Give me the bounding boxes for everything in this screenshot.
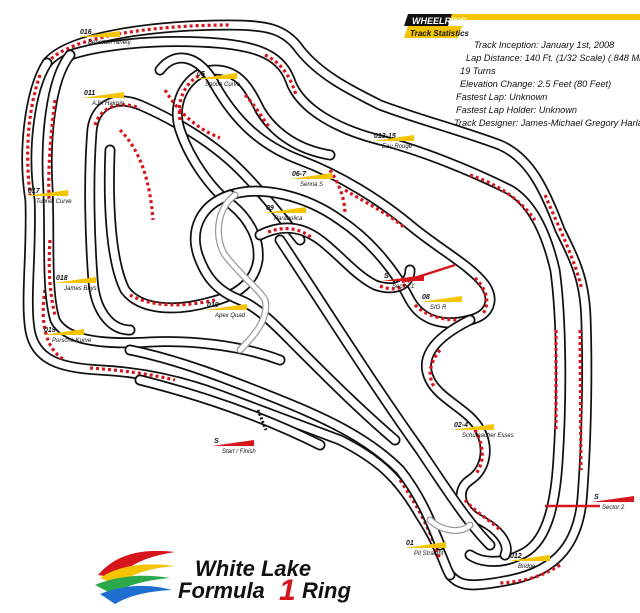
pit-lane	[214, 191, 474, 534]
logo-line-2c: Ring	[302, 578, 351, 603]
outer-circuit	[41, 19, 593, 591]
turn-badge-icon	[592, 496, 634, 502]
stat-lap-distance: Lap Distance: 140 Ft. (1/32 Scale) (.848…	[466, 53, 640, 63]
turn-badge-icon	[508, 555, 550, 561]
turn-badge-icon	[42, 329, 84, 335]
middle-section	[154, 52, 496, 329]
schumacher-esses	[420, 314, 512, 561]
turn-number: 06-7	[292, 171, 307, 178]
turn-name: Schumacher Esses	[462, 433, 514, 439]
turn-number: 013-15	[374, 133, 396, 140]
turn-name: Sector 2	[602, 505, 625, 511]
turn-badge-icon	[205, 304, 247, 310]
turn-name: Porsche Kurve	[52, 338, 92, 344]
logo: White Lake Formula 1 Ring	[95, 550, 351, 607]
turn-number: 010	[207, 302, 219, 309]
turn-name: Spoon Curve	[205, 82, 241, 88]
hairpin-loop	[84, 95, 306, 336]
stat-turns: 19 Turns	[460, 66, 496, 76]
turn-name: Apex Quad	[214, 313, 246, 319]
badge-subtitle: Track Statistics	[410, 29, 470, 38]
badge-title: WHEELRING	[412, 16, 467, 26]
turn-number: 01	[406, 540, 414, 547]
turn-number: 016	[80, 29, 92, 36]
turn-name: Pit Straight	[414, 551, 444, 557]
logo-line-2a: Formula	[178, 578, 265, 603]
turn-name: Benetton Ninety	[88, 40, 132, 46]
turn-number: S	[594, 494, 599, 501]
turn-badge-icon	[195, 73, 237, 79]
turn-name: Start / Finish	[222, 449, 256, 455]
turn-name: Sector 1	[392, 284, 414, 290]
turn-number: 09	[266, 205, 274, 212]
turn-number: 05	[197, 71, 205, 78]
left-circuit	[21, 57, 456, 581]
turn-number: S	[384, 273, 389, 280]
inner-loop	[103, 64, 336, 314]
turn-name: Eau Rouge	[382, 144, 413, 150]
stat-designer: Track Designer: James-Michael Gregory Ha…	[454, 118, 640, 128]
turn-badge-icon	[78, 31, 120, 37]
turn-number: S	[214, 438, 219, 445]
turn-badge-icon	[26, 190, 68, 196]
turn-name: Bridge	[518, 564, 536, 570]
turn-name: Tunnel Curve	[36, 199, 72, 205]
turn-badge-icon	[264, 207, 306, 213]
stat-elevation: Elevation Change: 2.5 Feet (80 Feet)	[460, 79, 611, 89]
turn-name: SIG R	[430, 305, 447, 311]
senna-parabolica	[189, 169, 416, 446]
turn-badge-icon	[212, 440, 254, 446]
turn-number: 02-4	[454, 422, 468, 429]
turn-number: 011	[84, 90, 95, 97]
turn-badge-icon	[420, 296, 462, 302]
turn-number: 019	[44, 327, 56, 334]
turn-number: 018	[56, 275, 68, 282]
turn-number: 012	[510, 553, 522, 560]
stats-badge: WHEELRING Track Statistics	[404, 14, 640, 38]
left-inner-lane	[41, 36, 567, 567]
turn-badge-icon	[290, 173, 332, 179]
turn-name: Senna S	[300, 182, 323, 188]
turn-name: James Bays	[63, 286, 97, 292]
stat-fastest-holder: Fastest Lap Holder: Unknown	[456, 105, 577, 115]
turn-badge-icon	[54, 277, 96, 283]
turn-badge-icon	[372, 135, 414, 141]
stat-inception: Track Inception: January 1st, 2008	[474, 40, 615, 50]
turn-badge-icon	[452, 424, 494, 430]
track-statistics: Track Inception: January 1st, 2008 Lap D…	[454, 40, 640, 128]
turn-badge-icon	[82, 92, 124, 98]
turn-badge-icon	[382, 275, 424, 281]
logo-one: 1	[279, 574, 296, 607]
turn-name: AJH Hairpin	[91, 101, 125, 107]
turn-number: 08	[422, 294, 430, 301]
turn-badge-icon	[404, 542, 446, 548]
pit-straight	[124, 234, 496, 551]
stat-fastest-lap: Fastest Lap: Unknown	[456, 92, 547, 102]
turn-name: Parabolica	[274, 216, 303, 222]
turn-number: 017	[28, 188, 41, 195]
logo-line-1: White Lake	[195, 556, 311, 581]
